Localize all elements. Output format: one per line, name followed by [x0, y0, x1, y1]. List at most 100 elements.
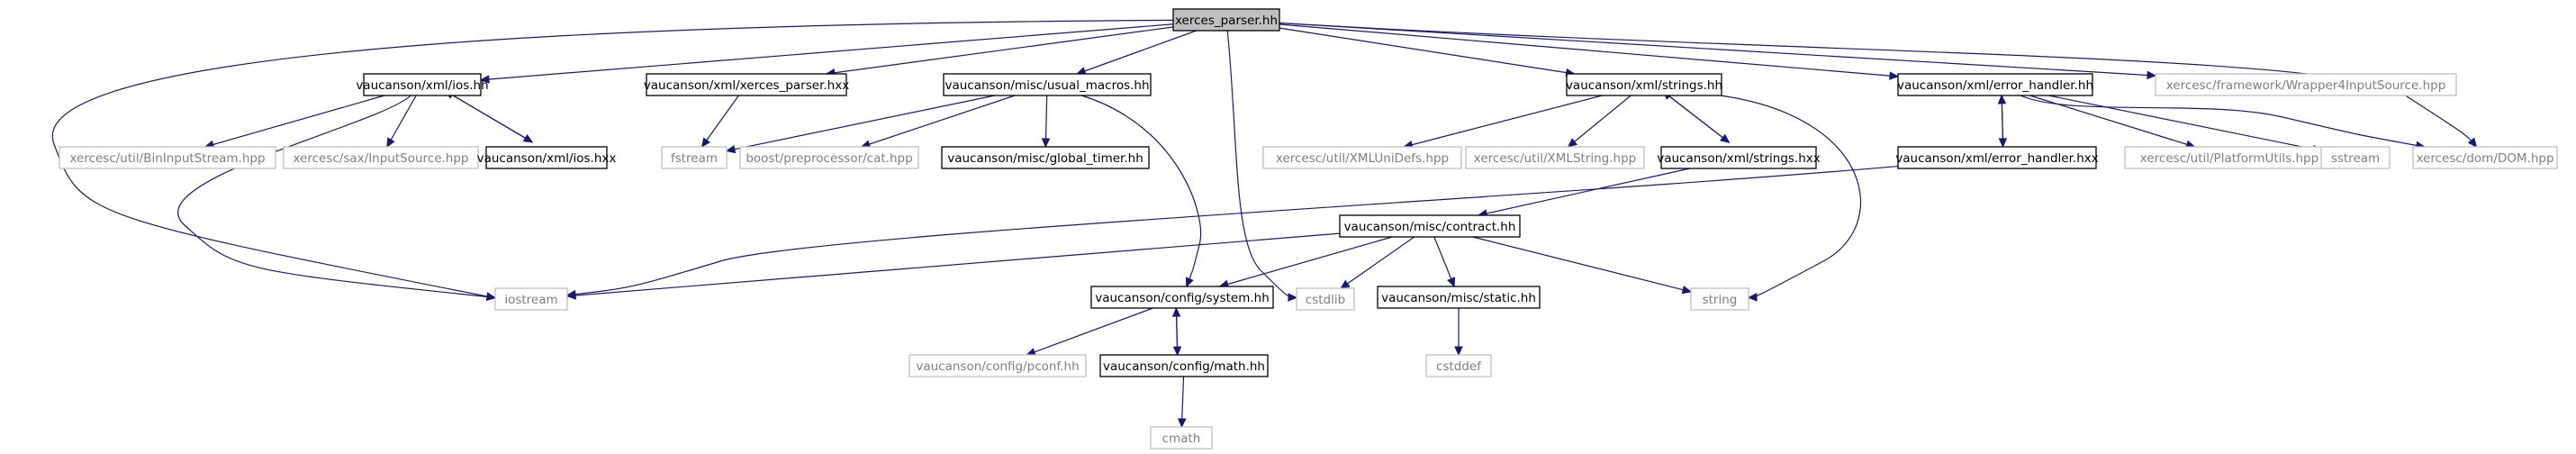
node-box [2412, 146, 2558, 169]
arrowhead [486, 292, 497, 302]
node-math_hh[interactable]: vaucanson/config/math.hh [1099, 354, 1269, 377]
node-box [485, 146, 608, 169]
arrowhead [2147, 70, 2157, 80]
node-strings_hxx[interactable]: vaucanson/xml/strings.hxx [1657, 146, 1821, 169]
edge-usual_macros_hh-to-cat_hpp [860, 95, 1016, 149]
edge-line [1568, 95, 1631, 148]
node-xerces_parser_hxx[interactable]: vaucanson/xml/xerces_parser.hxx [644, 73, 849, 96]
edge-strings_hh-to-string [1720, 95, 1862, 302]
edge-line [1340, 236, 1415, 289]
edge-line [2020, 95, 2425, 148]
node-label: xercesc/util/PlatformUtils.hpp [2140, 151, 2318, 166]
arrowhead [1288, 293, 1298, 302]
node-box [363, 73, 482, 96]
node-xmlstring: xercesc/util/XMLString.hpp [1465, 146, 1645, 169]
edge-line [1076, 30, 1198, 75]
arrowhead [725, 144, 737, 154]
node-label: xercesc/util/XMLString.hpp [1474, 151, 1636, 166]
edge-xerces_parser_hh-to-cstdlib [1226, 30, 1298, 302]
arrowhead [1747, 293, 1758, 302]
arrowhead [1997, 94, 2007, 104]
edge-xerces_parser_hh-to-ios_hh [479, 23, 1174, 84]
edge-math_hh-to-cmath [1178, 376, 1187, 429]
node-box [59, 146, 276, 169]
edge-line [566, 165, 1899, 296]
node-label: cstdlib [1306, 293, 1345, 307]
node-box [1566, 73, 1722, 96]
arrowhead [1171, 306, 1181, 317]
arrowhead [700, 137, 711, 149]
node-bininputstream: xercesc/util/BinInputStream.hpp [59, 146, 276, 169]
node-box [1377, 286, 1541, 309]
edge-line [480, 23, 1174, 81]
node-label: vaucanson/xml/error_handler.hxx [1895, 151, 2099, 166]
edge-line [1279, 22, 2156, 77]
node-label: xercesc/util/BinInputStream.hpp [69, 151, 265, 166]
edge-line [1478, 168, 1690, 216]
node-strings_hh[interactable]: vaucanson/xml/strings.hh [1566, 73, 1722, 96]
edge-xerces_parser_hh-to-wrapper4 [1279, 22, 2157, 80]
node-box [1690, 287, 1749, 311]
edge-line [1279, 23, 1899, 77]
node-box [1897, 73, 2093, 96]
edge-contract_hh-to-string [1472, 236, 1693, 295]
node-error_handler_hxx[interactable]: vaucanson/xml/error_handler.hxx [1895, 146, 2099, 169]
node-ios_hh[interactable]: vaucanson/xml/ios.hh [356, 73, 489, 96]
node-contract_hh[interactable]: vaucanson/misc/contract.hh [1339, 214, 1521, 238]
arrowhead [2467, 137, 2478, 148]
arrowhead [565, 291, 576, 300]
edge-line [386, 95, 417, 148]
node-box [661, 146, 728, 169]
edge-line [2048, 95, 2322, 151]
node-ios_hxx[interactable]: vaucanson/xml/ios.hxx [477, 146, 617, 169]
node-box [1099, 354, 1269, 377]
node-label: cstddef [1436, 359, 1482, 374]
node-string: string [1690, 287, 1749, 311]
node-usual_macros_hh[interactable]: vaucanson/misc/usual_macros.hh [943, 73, 1152, 96]
node-static_hh[interactable]: vaucanson/misc/static.hh [1377, 286, 1541, 309]
arrowhead [1447, 277, 1455, 288]
edge-contract_hh-to-system_hh [1218, 236, 1393, 288]
node-box [739, 146, 919, 169]
node-global_timer[interactable]: vaucanson/misc/global_timer.hh [941, 146, 1150, 169]
node-sstream: sstream [2320, 146, 2391, 169]
edge-line [1662, 90, 1730, 143]
node-box [2155, 73, 2457, 96]
arrowhead [1340, 279, 1351, 289]
node-label: vaucanson/xml/strings.hxx [1657, 151, 1821, 166]
arrowhead [386, 137, 395, 149]
node-label: iostream [504, 293, 557, 307]
edge-line [1279, 22, 2477, 148]
node-label: xercesc/sax/InputSource.hpp [293, 151, 468, 166]
node-box [1172, 8, 1280, 32]
node-cmath: cmath [1150, 426, 1213, 449]
node-error_handler_hh[interactable]: vaucanson/xml/error_handler.hh [1897, 73, 2093, 96]
edge-usual_macros_hh-to-global_timer [1041, 95, 1051, 149]
edge-line [1279, 27, 1575, 75]
node-xmlunidefs: xercesc/util/XMLUniDefs.hpp [1262, 146, 1462, 169]
edge-math_hh-to-system_hh [1171, 306, 1181, 356]
node-label: xercesc/dom/DOM.hpp [2416, 151, 2553, 166]
node-wrapper4: xercesc/framework/Wrapper4InputSource.hp… [2155, 73, 2457, 96]
node-system_hh[interactable]: vaucanson/config/system.hh [1090, 286, 1274, 309]
edge-strings_hxx-to-contract_hh [1477, 168, 1690, 218]
edge-line [1433, 236, 1455, 287]
edge-xerces_parser_hh-to-dom_hpp [1279, 22, 2478, 148]
edge-line [826, 26, 1174, 75]
node-label: vaucanson/config/system.hh [1095, 291, 1270, 305]
edge-xerces_parser_hh-to-error_handler_hh [1279, 23, 1900, 80]
edge-system_hh-to-pconf_hh [1026, 307, 1153, 357]
edge-error_handler_hh-to-dom_hpp [2020, 95, 2427, 150]
edge-line [177, 95, 496, 298]
node-label: string [1703, 293, 1738, 307]
node-box [1150, 426, 1213, 449]
node-label: vaucanson/xml/error_handler.hh [1897, 78, 2093, 93]
node-dom_hpp: xercesc/dom/DOM.hpp [2412, 146, 2558, 169]
arrowhead [1681, 286, 1693, 295]
edge-line [1404, 95, 1603, 148]
edge-line [204, 95, 385, 148]
node-label: vaucanson/misc/usual_macros.hh [945, 78, 1149, 93]
edge-contract_hh-to-static_hh [1433, 236, 1455, 288]
node-box [943, 73, 1152, 96]
node-pconf_hh: vaucanson/config/pconf.hh [908, 354, 1087, 377]
